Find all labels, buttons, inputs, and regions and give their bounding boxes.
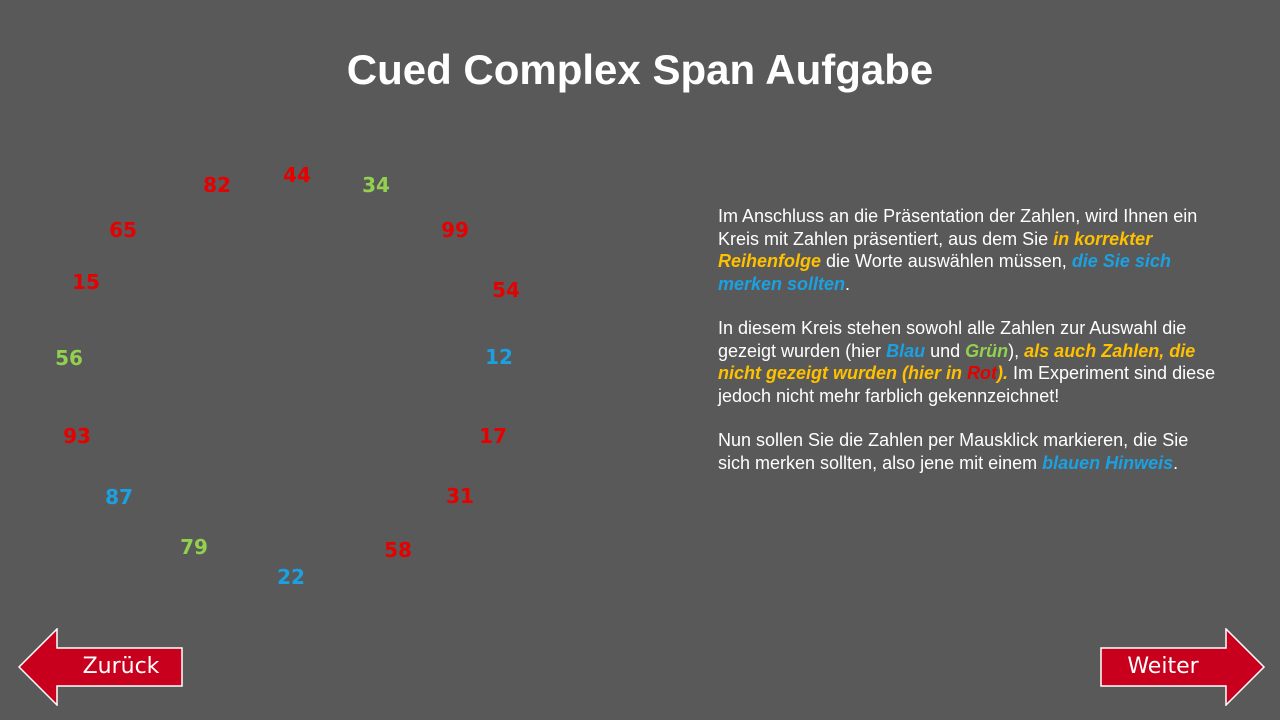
instruction-text-segment: Nun sollen Sie die Zahlen per Mausklick … xyxy=(718,430,1189,473)
circle-number[interactable]: 34 xyxy=(362,173,390,197)
right-arrow-icon xyxy=(1100,628,1266,706)
circle-number[interactable]: 79 xyxy=(180,535,208,559)
highlight-blau: Blau xyxy=(886,340,926,361)
circle-number[interactable]: 58 xyxy=(384,538,412,562)
highlight-correct-order: in korrekter Reihenfolge xyxy=(718,228,1153,272)
back-button[interactable]: Zurück xyxy=(18,628,184,706)
instruction-text-segment: . xyxy=(1173,452,1179,473)
instruction-text: Im Anschluss an die Präsentation der Zah… xyxy=(718,205,1218,496)
circle-number[interactable]: 22 xyxy=(277,565,305,589)
instruction-text-segment: ), xyxy=(1008,340,1025,361)
instruction-paragraph-3: Nun sollen Sie die Zahlen per Mausklick … xyxy=(718,429,1218,474)
instruction-paragraph-1: Im Anschluss an die Präsentation der Zah… xyxy=(718,205,1218,295)
instruction-text-segment: die Worte auswählen müssen, xyxy=(821,251,1072,271)
instruction-text-segment: Im Experiment sind diese jedoch nicht me… xyxy=(718,363,1216,406)
highlight-blue-cue: blauen Hinweis xyxy=(1042,452,1174,473)
circle-number[interactable]: 82 xyxy=(203,173,231,197)
circle-number[interactable]: 65 xyxy=(109,218,137,242)
circle-number[interactable]: 15 xyxy=(72,270,100,294)
circle-number[interactable]: 56 xyxy=(55,346,83,370)
instruction-text-segment: . xyxy=(845,273,851,294)
circle-number[interactable]: 54 xyxy=(492,278,520,302)
circle-number[interactable]: 99 xyxy=(441,218,469,242)
instruction-paragraph-2: In diesem Kreis stehen sowohl alle Zahle… xyxy=(718,317,1218,407)
highlight-gruen: Grün xyxy=(965,340,1009,361)
circle-number[interactable]: 12 xyxy=(485,345,513,369)
back-button-label: Zurück xyxy=(82,654,160,679)
next-button[interactable]: Weiter xyxy=(1100,628,1266,706)
highlight-not-shown: als auch Zahlen, die nicht gezeigt wurde… xyxy=(718,340,1196,384)
highlight-rot: Rot xyxy=(967,363,998,383)
slide-title: Cued Complex Span Aufgabe xyxy=(346,46,934,93)
instruction-text-segment: und xyxy=(925,340,966,361)
circle-number[interactable]: 31 xyxy=(446,484,474,508)
circle-number[interactable]: 87 xyxy=(105,485,133,509)
circle-number[interactable]: 44 xyxy=(283,163,311,187)
left-arrow-icon xyxy=(18,628,183,706)
highlight-remember: die Sie sich merken sollten xyxy=(718,251,1171,294)
next-button-label: Weiter xyxy=(1127,654,1199,679)
circle-number[interactable]: 17 xyxy=(479,424,507,448)
circle-number[interactable]: 93 xyxy=(63,424,91,448)
instruction-text-segment: In diesem Kreis stehen sowohl alle Zahle… xyxy=(718,318,1187,361)
highlight-not-shown-end: ). xyxy=(997,363,1009,383)
instruction-text-segment: Im Anschluss an die Präsentation der Zah… xyxy=(718,206,1198,249)
